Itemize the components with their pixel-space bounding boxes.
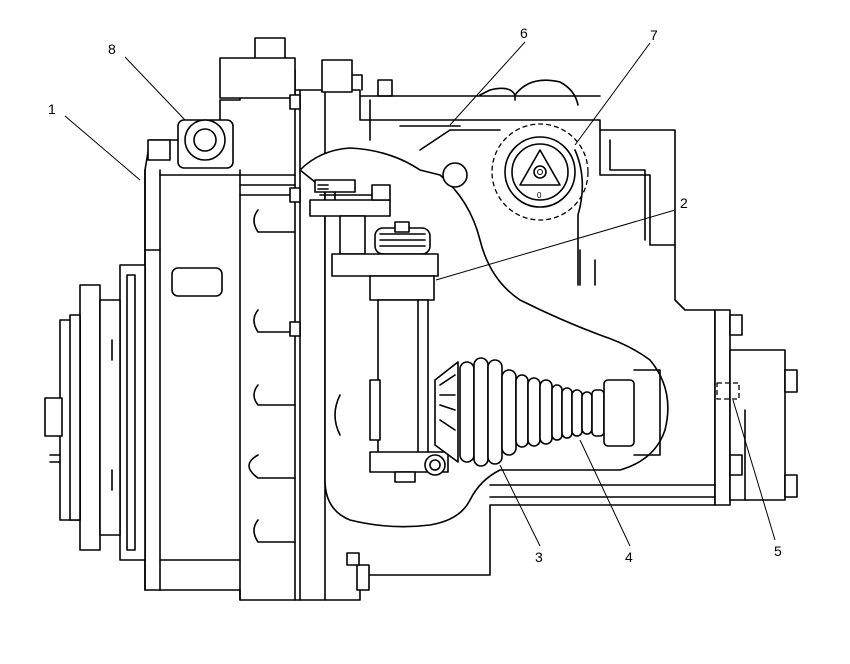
end-cap bbox=[489, 309, 798, 506]
spring-3 bbox=[434, 357, 517, 467]
callout-8: 8 bbox=[108, 41, 116, 57]
spring-4 bbox=[515, 369, 661, 456]
callout-3: 3 bbox=[535, 549, 543, 565]
gauge-mark: 0 bbox=[537, 191, 542, 200]
callout-4: 4 bbox=[625, 549, 633, 565]
upper-right-housing bbox=[369, 79, 676, 286]
drive-flange bbox=[44, 264, 146, 561]
fitting-8 bbox=[147, 119, 234, 169]
callout-5: 5 bbox=[774, 543, 782, 559]
governor-assembly bbox=[309, 179, 449, 483]
leader-lines bbox=[64, 41, 776, 547]
callout-6: 6 bbox=[520, 25, 528, 41]
adjuster-7: 0 bbox=[491, 123, 589, 286]
callouts: 1 8 6 7 2 3 4 5 bbox=[48, 25, 782, 565]
callout-2: 2 bbox=[680, 195, 688, 211]
callout-7: 7 bbox=[650, 27, 658, 43]
callout-1: 1 bbox=[48, 101, 56, 117]
